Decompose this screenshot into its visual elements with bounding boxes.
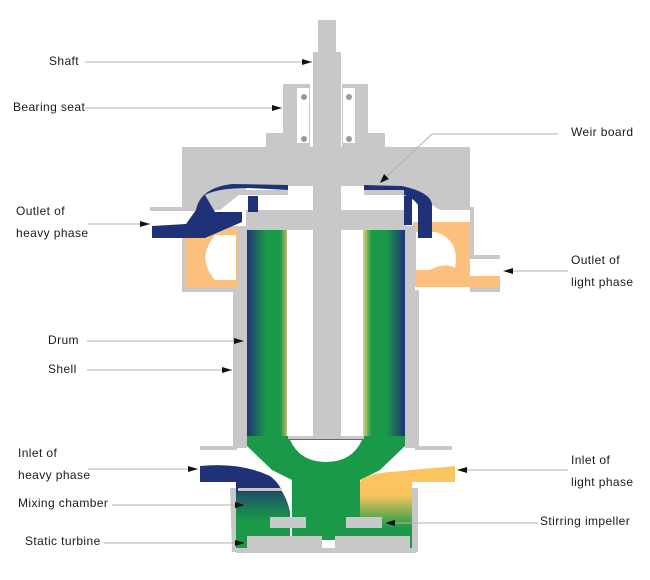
label-inlet-heavy-1: Inlet of (18, 446, 58, 460)
rotor-bottom (247, 436, 405, 540)
bearing-gap-right (343, 88, 355, 143)
arrow-mixing-chamber (235, 502, 245, 508)
label-bearing-seat: Bearing seat (13, 100, 86, 114)
bearing-seat-step-right (365, 133, 385, 148)
label-shaft: Shaft (49, 54, 80, 68)
arrow-shaft (302, 59, 312, 65)
mixing-chamber (200, 465, 455, 553)
arrow-inlet-heavy (188, 466, 198, 472)
drum (237, 226, 415, 448)
drum-top-plate (246, 210, 406, 230)
label-outlet-light-2: light phase (571, 275, 634, 289)
arrow-bearing-seat (272, 105, 282, 111)
bearing-ball (301, 94, 307, 100)
arrow-shell (222, 367, 232, 373)
label-stirring-impeller: Stirring impeller (540, 514, 631, 528)
bearing-seat-step-left (266, 133, 286, 148)
arrow-outlet-heavy (140, 221, 150, 227)
label-inlet-light-2: light phase (571, 475, 634, 489)
heavy-phase-outlet (152, 184, 432, 238)
leader-weir-board (382, 133, 558, 181)
label-inlet-heavy-2: heavy phase (18, 468, 91, 482)
bearing-gap-left (297, 88, 309, 143)
leaders (85, 61, 568, 544)
arrow-inlet-light (457, 467, 467, 473)
arrow-drum (234, 338, 244, 344)
label-mixing-chamber: Mixing chamber (18, 496, 109, 510)
label-outlet-light-1: Outlet of (571, 253, 620, 267)
label-shell: Shell (48, 362, 77, 376)
label-static-turbine: Static turbine (25, 534, 101, 548)
bearing-ball (346, 136, 352, 142)
label-weir-board: Weir board (571, 125, 634, 139)
static-turbine (247, 536, 322, 550)
shell (150, 207, 500, 450)
arrow-static-turbine (235, 540, 245, 546)
arrow-outlet-light (503, 268, 513, 274)
light-phase-outlet (182, 222, 500, 292)
arrow-stirring-impeller (385, 520, 395, 526)
label-inlet-light-1: Inlet of (571, 453, 611, 467)
bearing-ball (301, 136, 307, 142)
bearing-ball (346, 94, 352, 100)
label-drum: Drum (48, 333, 79, 347)
label-outlet-heavy-2: heavy phase (16, 226, 89, 240)
arrow-weir-board (380, 174, 389, 183)
arrowheads (140, 59, 513, 546)
label-outlet-heavy-1: Outlet of (16, 204, 65, 218)
